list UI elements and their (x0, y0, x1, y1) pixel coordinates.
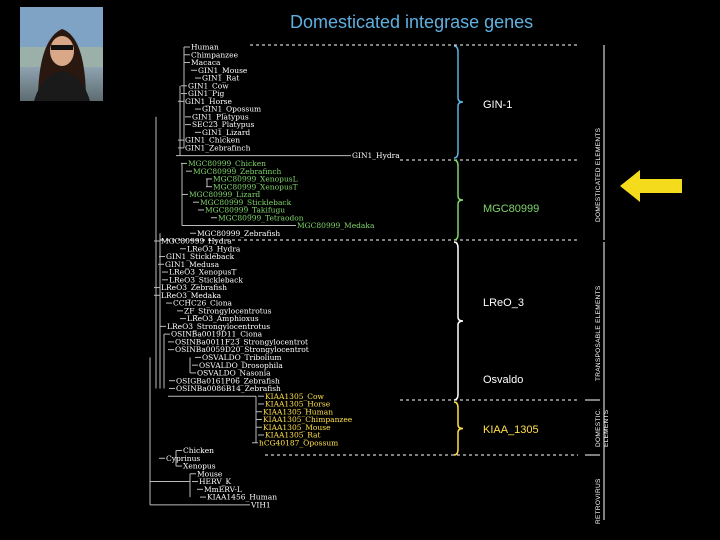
taxon-label: LReO3_Stickleback (169, 275, 243, 284)
taxon-label: GIN1_Platypus (192, 112, 249, 121)
taxon-label: MGC80999_Stickleback (200, 198, 292, 207)
taxon-label: Mouse (197, 469, 223, 478)
taxon-label: GIN1_Chicken (185, 136, 240, 145)
taxon-label: OSINBa0086B14_Zebrafish (176, 384, 281, 393)
side-label-retrovirus: RETROVIRUS (595, 478, 602, 524)
taxon-label: hCG40187_Opossum (259, 438, 338, 447)
brace-kiaa1305 (453, 401, 464, 456)
taxon-label: CCHC26_Ciona (173, 299, 233, 308)
taxon-label: MGC80999_Hydra (161, 237, 232, 246)
taxon-label: KIAA1305_Human (263, 407, 333, 416)
taxon-label: MGC80999_Medaka (297, 221, 375, 230)
taxon-label: GIN1_Lizard (202, 128, 250, 137)
taxon-label: KIAA1305_Horse (265, 400, 331, 409)
taxon-label: OSINBa0011F23_Strongylocentrot (175, 337, 308, 346)
left-arrow-icon (620, 170, 682, 202)
taxon-label: OSVALDO_Tribolium (202, 353, 282, 362)
taxon-label: GIN1_Horse (185, 97, 233, 106)
taxon-label: LReO3_XenopusT (169, 268, 236, 277)
side-label-domestic: DOMESTIC. ELEMENTS (595, 408, 610, 447)
taxon-label: GIN1_Zebrafinch (185, 143, 251, 152)
side-label-transposable: TRANSPOSABLE ELEMENTS (595, 285, 602, 381)
taxon-label: HERV_K (199, 477, 232, 486)
taxon-label: Chicken (183, 446, 214, 455)
taxon-label: KIAA1456_Human (207, 493, 277, 502)
slide-title: Domesticated integrase genes (290, 12, 534, 32)
taxon-label: GIN1_Opossum (202, 105, 261, 114)
taxon-label: MGC80999_XenopusL (213, 175, 298, 184)
taxon-label: OSINBa0019D11_Ciona (171, 330, 263, 339)
brace-mgc80999 (453, 159, 464, 241)
taxon-label: MGC80999_Zebrafinch (193, 167, 282, 176)
taxon-label: Macaca (191, 58, 221, 67)
group-label-kiaa1305: KIAA_1305 (483, 424, 539, 436)
taxon-label: SEC23_Platypus (192, 120, 254, 129)
side-label-domesticated: DOMESTICATED ELEMENTS (595, 127, 602, 222)
taxon-label: Xenopus (183, 462, 216, 471)
taxon-label: ZF_Strongylocentrotus (184, 306, 272, 315)
taxon-label: MGC80999_Lizard (189, 190, 260, 199)
taxon-label: VIH1 (250, 500, 271, 509)
taxon-label: GIN1_Mouse (198, 66, 248, 75)
taxon-label: LReO3_Hydra (187, 244, 241, 253)
taxon-label: OSVALDO_Drosophila (199, 361, 283, 370)
taxon-label: GIN1_Cow (188, 81, 229, 90)
group-label-osvaldo: Osvaldo (483, 374, 524, 386)
taxon-label: LReO3_Amphioxus (187, 314, 259, 323)
taxon-label: KIAA1305_Chimpanzee (263, 415, 353, 424)
taxon-label: KIAA1305_Rat (265, 431, 321, 440)
taxon-label: GIN1_Pig (188, 89, 224, 98)
taxon-label: LReO3_Medaka (161, 291, 222, 300)
taxon-label: MGC80999_XenopusT (213, 182, 298, 191)
taxon-label: GIN1_Hydra (352, 151, 400, 160)
group-label-gin1: GIN-1 (483, 99, 513, 111)
taxon-label: Human (191, 43, 219, 52)
taxon-label: LReO3_Zebrafish (161, 283, 227, 292)
taxon-label: KIAA1305_Mouse (263, 423, 331, 432)
taxon-label: MGC80999_Takifugu (205, 206, 285, 215)
taxon-label: GIN1_Stickleback (166, 252, 235, 261)
taxon-label: MGC80999_Tetraodon (218, 213, 304, 222)
taxon-label: GIN1_Medusa (165, 260, 220, 269)
portrait-photo (20, 7, 103, 101)
taxon-label: Chimpanzee (191, 50, 239, 59)
brace-transposable (453, 241, 464, 401)
taxon-label: LReO3_Strongylocentrotus (167, 322, 270, 331)
taxon-label: OSIGBa0161P06_Zebrafish (176, 376, 280, 385)
brace-gin1 (453, 45, 464, 159)
taxon-label: MmERV-L (204, 485, 242, 494)
group-label-mgc80999: MGC80999 (483, 203, 540, 215)
taxon-label: MGC80999_Chicken (188, 159, 266, 168)
taxon-label: GIN1_Rat (202, 74, 239, 83)
group-label-lreo3: LReO_3 (483, 297, 524, 309)
taxon-label: KIAA1305_Cow (265, 392, 324, 401)
taxon-label: Cyprinus (166, 454, 200, 463)
taxon-label: OSVALDO_Nasonia (197, 369, 271, 378)
taxon-label: MGC80999_Zebrafish (197, 229, 280, 238)
taxon-label: OSINBa0059D20_Strongylocentrot (175, 345, 309, 354)
